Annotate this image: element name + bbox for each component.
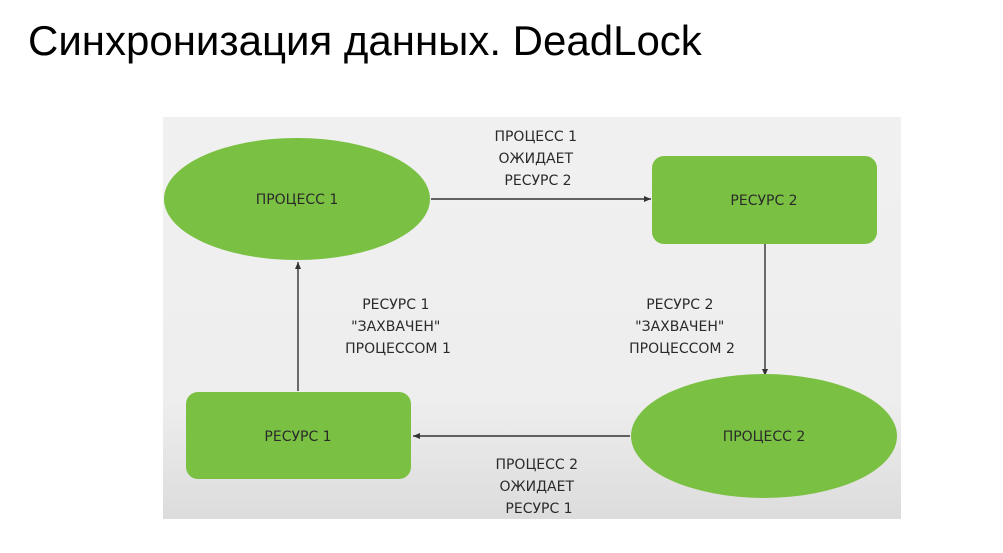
edge-label-resource1-to-process1: РЕСУРС 1 "ЗАХВАЧЕН" ПРОЦЕССОМ 1 [345,297,451,357]
resource1-rect [186,392,411,479]
process1-ellipse [164,138,430,260]
edge-label-process1-to-resource2: ПРОЦЕСС 1 ОЖИДАЕТ РЕСУРС 2 [494,129,581,189]
edge-label-line: РЕСУРС 2 [504,173,571,189]
deadlock-diagram: ПРОЦЕСС 1 РЕСУРС 2 ПРОЦЕСС 2 РЕСУРС 1 ПР… [163,117,901,519]
edge-label-line: ПРОЦЕСС 2 [495,457,578,473]
resource2-label: РЕСУРС 2 [730,193,797,209]
slide-title: Синхронизация данных. DeadLock [28,17,702,64]
process1-label: ПРОЦЕСС 1 [256,192,339,208]
edge-label-process2-to-resource1: ПРОЦЕСС 2 ОЖИДАЕТ РЕСУРС 1 [495,457,582,517]
node-process1: ПРОЦЕСС 1 [164,138,430,260]
node-resource1: РЕСУРС 1 [186,392,411,479]
edge-label-line: ОЖИДАЕТ [500,479,575,495]
edge-label-line: ОЖИДАЕТ [499,151,574,167]
edge-label-line: РЕСУРС 1 [505,501,572,517]
edge-label-line: ПРОЦЕССОМ 1 [345,341,451,357]
edge-label-line: "ЗАХВАЧЕН" [635,319,724,335]
edge-label-line: ПРОЦЕССОМ 2 [629,341,735,357]
edge-label-line: "ЗАХВАЧЕН" [351,319,440,335]
resource1-label: РЕСУРС 1 [264,429,331,445]
node-process2: ПРОЦЕСС 2 [631,374,897,498]
diagram-canvas: ПРОЦЕСС 1 РЕСУРС 2 ПРОЦЕСС 2 РЕСУРС 1 ПР… [164,129,897,517]
resource2-rect [652,156,877,244]
edge-label-line: РЕСУРС 1 [362,297,429,313]
process2-ellipse [631,374,897,498]
edge-label-resource2-to-process2: РЕСУРС 2 "ЗАХВАЧЕН" ПРОЦЕССОМ 2 [629,297,735,357]
process2-label: ПРОЦЕСС 2 [723,429,806,445]
edge-label-line: РЕСУРС 2 [646,297,713,313]
node-resource2: РЕСУРС 2 [652,156,877,244]
edge-label-line: ПРОЦЕСС 1 [494,129,577,145]
